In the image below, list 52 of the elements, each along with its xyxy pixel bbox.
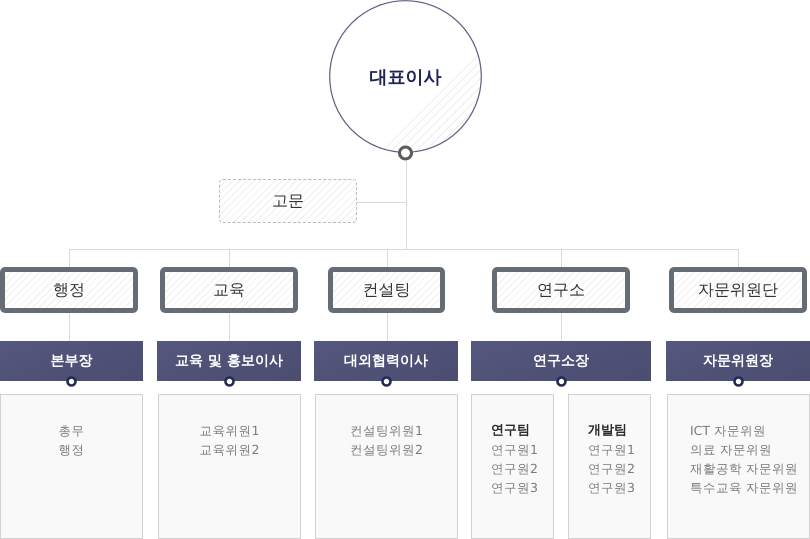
node-label: 컨설팅 (362, 280, 410, 300)
department-box (669, 267, 807, 313)
header-bar (471, 341, 651, 381)
team-heading: 개발팀 (588, 422, 627, 440)
header-bar (0, 341, 143, 381)
node-label: 대표이사 (370, 66, 442, 88)
department-box (160, 267, 298, 313)
member-item: 컨설팅위원1 (350, 422, 423, 440)
member-item: 교육위원2 (200, 441, 260, 459)
member-item: 특수교육 자문위원 (690, 479, 798, 497)
node-label: 자문위원장 (703, 352, 773, 370)
node-label: 대외협력이사 (344, 352, 428, 370)
member-panel (471, 394, 554, 539)
header-bar (666, 341, 810, 381)
member-panel (667, 394, 810, 539)
department-box (328, 267, 445, 313)
connector-line (387, 312, 388, 342)
header-bar (157, 341, 301, 381)
node-label: 교육 (213, 280, 245, 300)
member-item: 연구원3 (588, 479, 635, 497)
member-item: 교육위원1 (200, 422, 260, 440)
member-item: 의료 자문위원 (690, 441, 772, 459)
connector-line (229, 312, 230, 342)
node-label: 연구소장 (533, 352, 589, 370)
member-item: 총무 (58, 422, 84, 440)
member-panel (315, 394, 458, 539)
member-panel (568, 394, 651, 539)
member-item: 연구원1 (588, 441, 635, 459)
member-item: 행정 (58, 441, 84, 459)
member-item: 컨설팅위원2 (350, 441, 423, 459)
member-panel (158, 394, 301, 539)
member-item: 연구원2 (491, 460, 538, 478)
member-item: 재활공학 자문위원 (690, 460, 798, 478)
node-label: 고문 (272, 190, 304, 212)
team-heading: 연구팀 (491, 422, 530, 440)
member-item: 연구원1 (491, 441, 538, 459)
connector-line (561, 312, 562, 342)
member-item: ICT 자문위원 (690, 422, 766, 440)
department-box (0, 267, 138, 313)
member-item: 연구원3 (491, 479, 538, 497)
node-label: 본부장 (50, 352, 92, 370)
dashed-box (219, 179, 357, 223)
department-box (492, 267, 630, 313)
header-bar (314, 341, 458, 381)
node-label: 연구소 (537, 280, 585, 300)
member-panel (0, 394, 143, 539)
leader-circle (329, 0, 482, 161)
node-label: 교육 및 홍보이사 (175, 352, 283, 370)
member-item: 연구원2 (588, 460, 635, 478)
node-label: 자문위원단 (698, 280, 778, 300)
connector-line (69, 312, 70, 342)
node-label: 행정 (53, 280, 85, 300)
